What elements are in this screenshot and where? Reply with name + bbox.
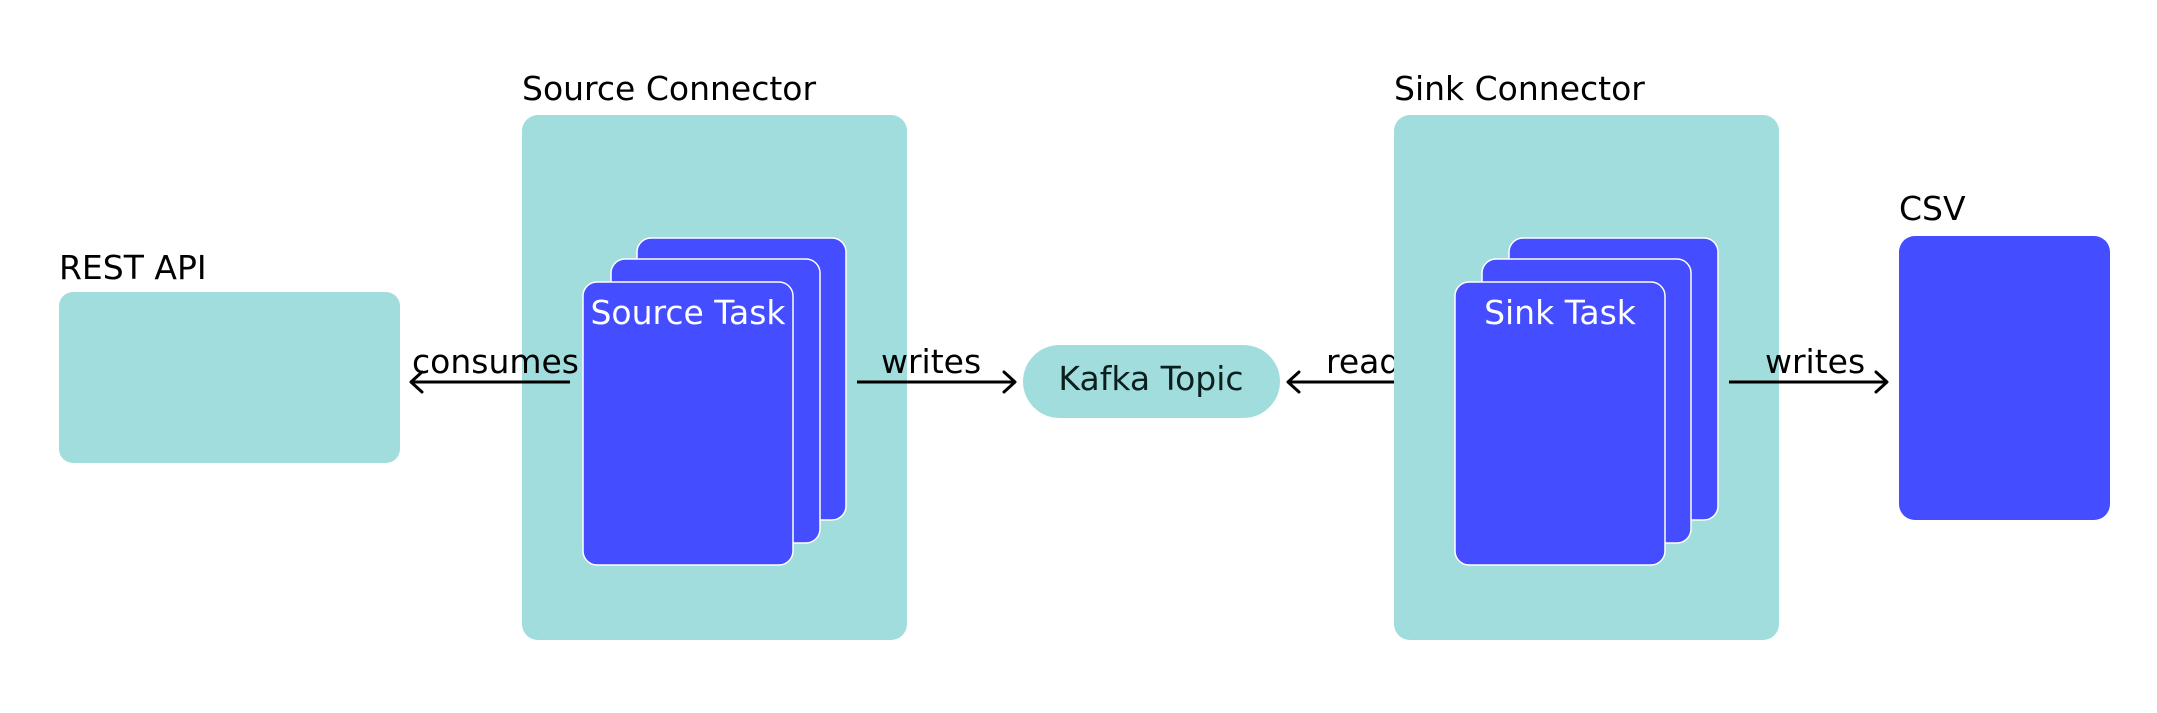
kafka-topic-pill (1023, 345, 1280, 418)
source-task-label: Source Task (590, 293, 786, 332)
sink-task-card-front (1454, 281, 1666, 566)
csv-title: CSV (1899, 189, 1966, 228)
source-task-stack: Source Task (582, 237, 847, 566)
consumes-edge: consumes (409, 342, 579, 394)
rest-api-node: REST API (59, 248, 400, 463)
sink-connector-title: Sink Connector (1394, 69, 1645, 108)
sink-connector-node: Sink Connector Sink Task (1394, 69, 1779, 640)
reads-arrowhead (1286, 370, 1301, 394)
source-connector-node: Source Connector Source Task (522, 69, 907, 640)
sink-task-label: Sink Task (1484, 293, 1637, 332)
writes-csv-edge: writes (1729, 342, 1889, 394)
source-task-card-front (582, 281, 794, 566)
writes-csv-arrowhead (1874, 370, 1889, 394)
source-connector-title: Source Connector (522, 69, 816, 108)
writes-topic-edge: writes (857, 342, 1017, 394)
rest-api-box (59, 292, 400, 463)
consumes-label: consumes (412, 342, 579, 381)
writes-csv-label: writes (1765, 342, 1865, 381)
kafka-topic-node: Kafka Topic (1023, 345, 1280, 418)
writes-topic-label: writes (881, 342, 981, 381)
consumes-arrowhead (409, 370, 424, 394)
rest-api-title: REST API (59, 248, 207, 287)
csv-box (1899, 236, 2110, 520)
csv-node: CSV (1899, 189, 2110, 520)
sink-task-stack: Sink Task (1454, 237, 1719, 566)
kafka-topic-label: Kafka Topic (1058, 359, 1243, 398)
writes-topic-arrowhead (1002, 370, 1017, 394)
